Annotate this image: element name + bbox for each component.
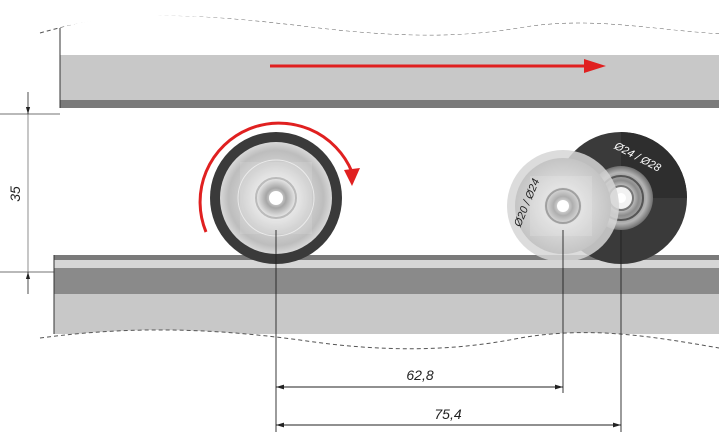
distance-small-label: 62,8 [406, 367, 433, 383]
distance-large-label: 75,4 [434, 406, 461, 422]
belt-direction-arrow [270, 59, 606, 73]
left-roller [210, 132, 342, 264]
distance-dimension-large: 75,4 [276, 406, 621, 428]
lower-rail-light-strip [54, 260, 719, 268]
upper-belt-dark-edge [60, 100, 719, 108]
small-roller: Ø20 / Ø24 [507, 150, 619, 262]
lower-rail [39, 255, 719, 350]
distance-dimension-small: 62,8 [276, 367, 563, 390]
upper-belt [39, 15, 719, 108]
lower-rail-dark-band [54, 268, 719, 294]
upper-belt-light-band [60, 55, 719, 103]
rotation-arrow [198, 121, 360, 233]
lower-rail-break-line [39, 329, 719, 350]
lower-rail-light-band [54, 294, 719, 334]
lower-rail-top-strip [54, 255, 719, 260]
height-dimension-label: 35 [7, 186, 23, 202]
height-dimension: 35 [0, 92, 60, 294]
center-lines [275, 230, 622, 432]
